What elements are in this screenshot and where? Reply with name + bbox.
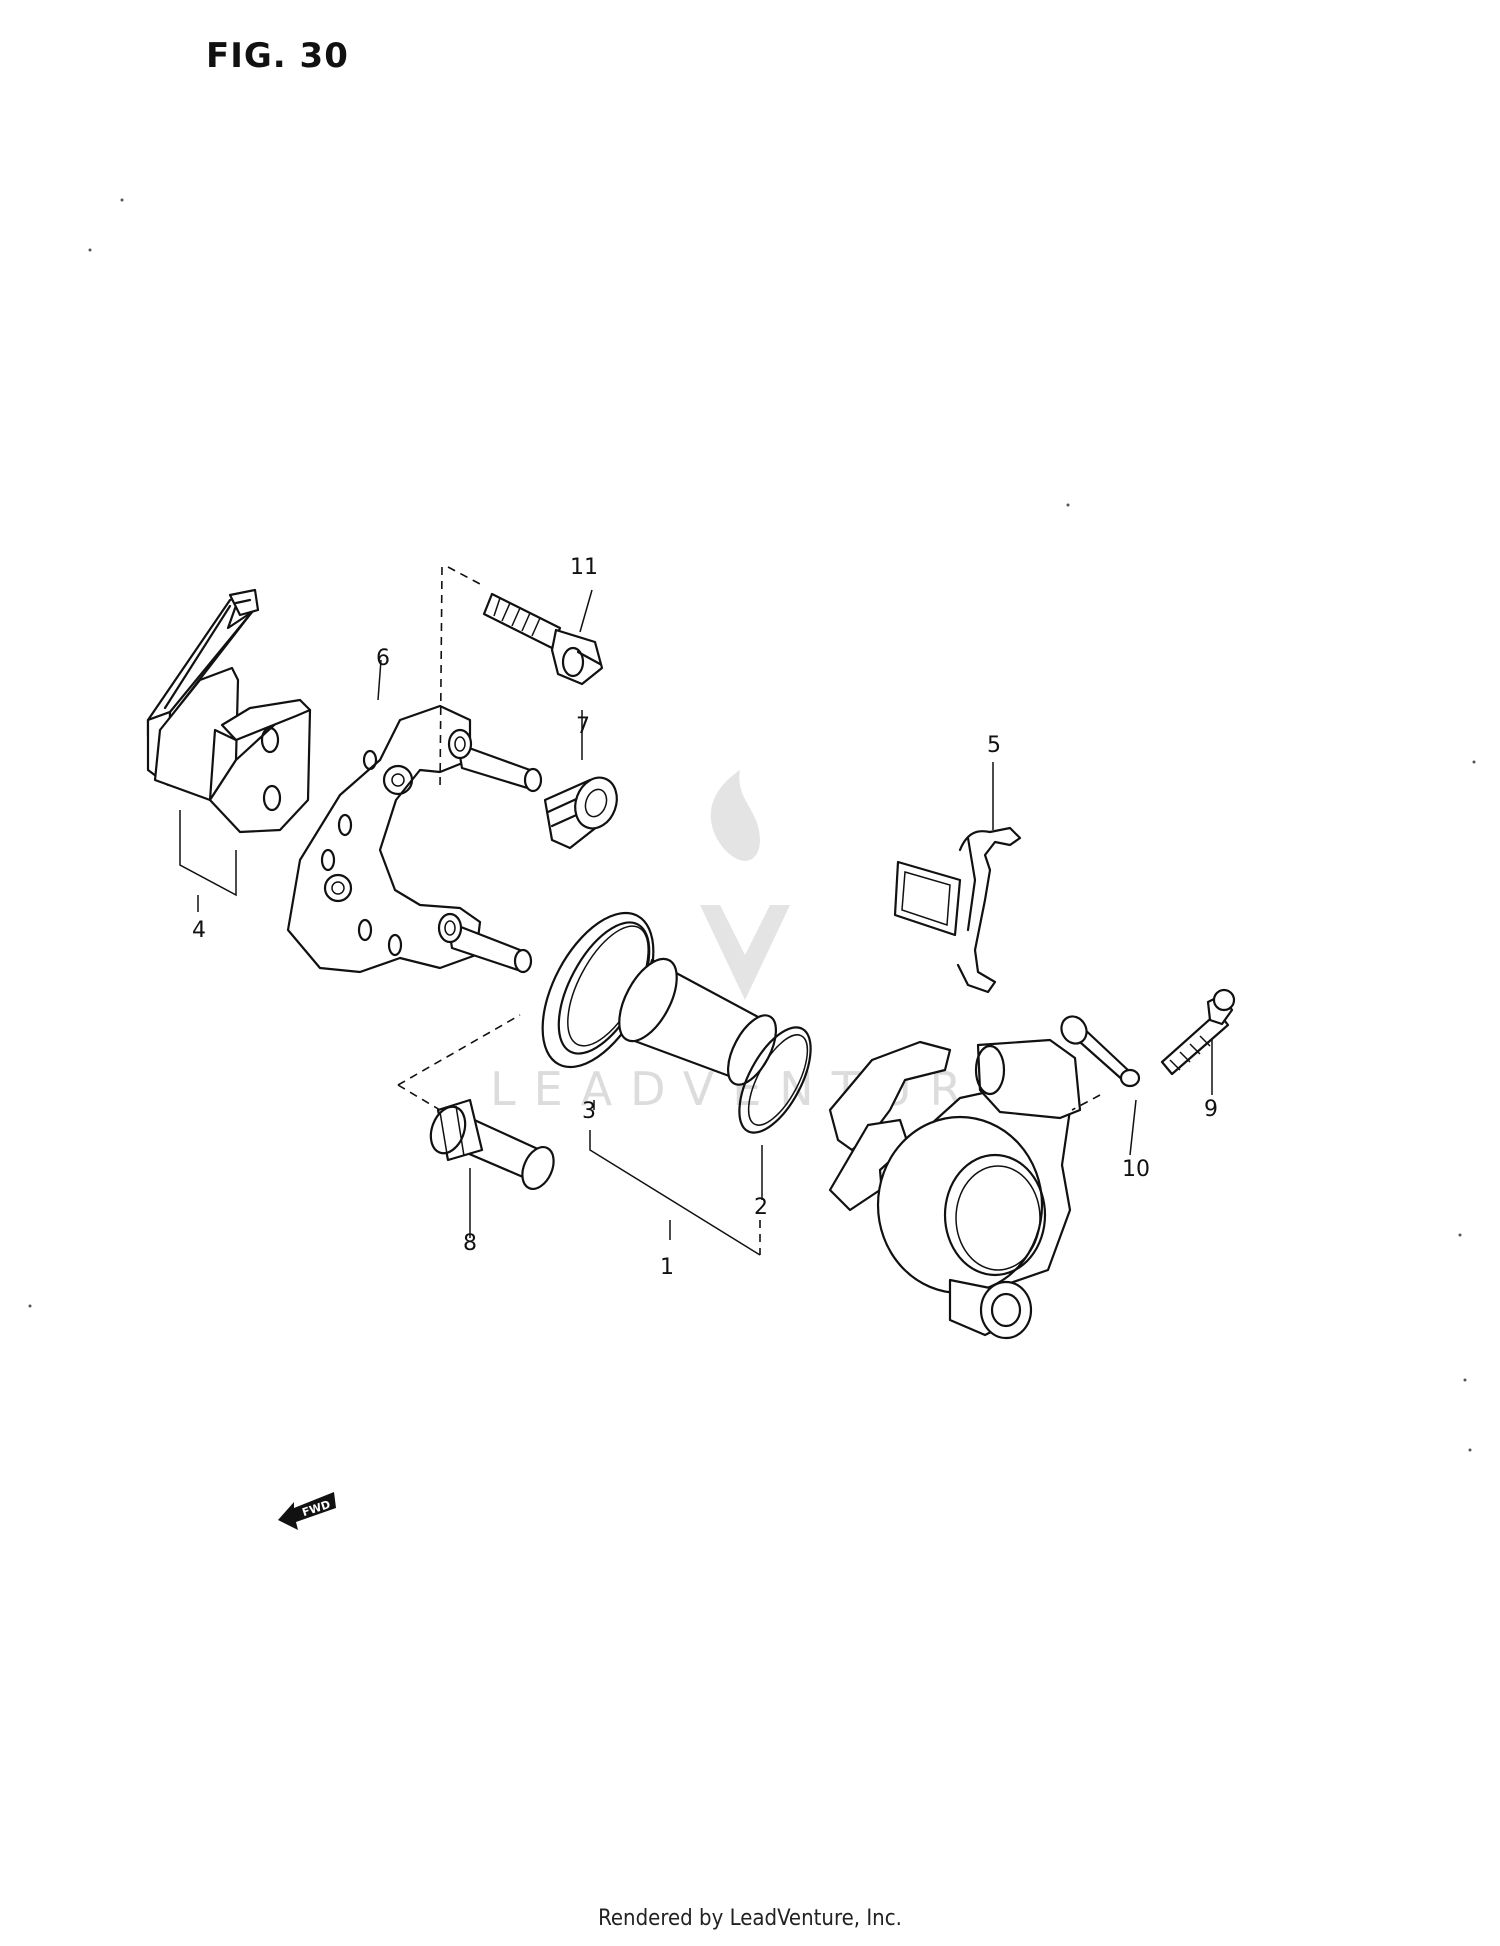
part-pin-8[interactable]: [425, 1098, 560, 1194]
callout-3: 3: [582, 1099, 596, 1124]
part-piston-1[interactable]: [607, 950, 785, 1092]
footer-credit: Rendered by LeadVenture, Inc.: [598, 1906, 902, 1931]
fwd-label: FWD: [301, 1498, 332, 1519]
callout-11: 11: [570, 555, 598, 580]
leader-lines: [179, 566, 1213, 1256]
part-boot-7[interactable]: [543, 772, 624, 850]
callout-4: 4: [192, 918, 206, 943]
callout-1: 1: [660, 1255, 674, 1280]
scan-specks: [28, 198, 1476, 1452]
part-bleeder-cap-10[interactable]: [1057, 1012, 1141, 1088]
part-bolt-11[interactable]: [482, 592, 604, 686]
callout-9: 9: [1204, 1097, 1218, 1122]
part-bleeder-9[interactable]: [1160, 988, 1236, 1076]
figure-title: FIG. 30: [206, 36, 349, 76]
callout-10: 10: [1122, 1157, 1150, 1182]
fwd-arrow: FWD: [278, 1492, 336, 1530]
part-caliper-body[interactable]: [828, 1038, 1082, 1340]
part-brake-pads[interactable]: [146, 588, 312, 834]
callouts: 1 2 3 4 5 6 7 8 9 10 11: [192, 555, 1218, 1280]
part-seal-2[interactable]: [725, 1017, 825, 1144]
callout-8: 8: [463, 1231, 477, 1256]
callout-7: 7: [576, 714, 590, 739]
callout-6: 6: [376, 646, 390, 671]
part-pad-spring-5[interactable]: [893, 826, 1022, 994]
callout-2: 2: [754, 1195, 768, 1220]
part-caliper-bracket[interactable]: [286, 704, 543, 974]
callout-5: 5: [987, 733, 1001, 758]
